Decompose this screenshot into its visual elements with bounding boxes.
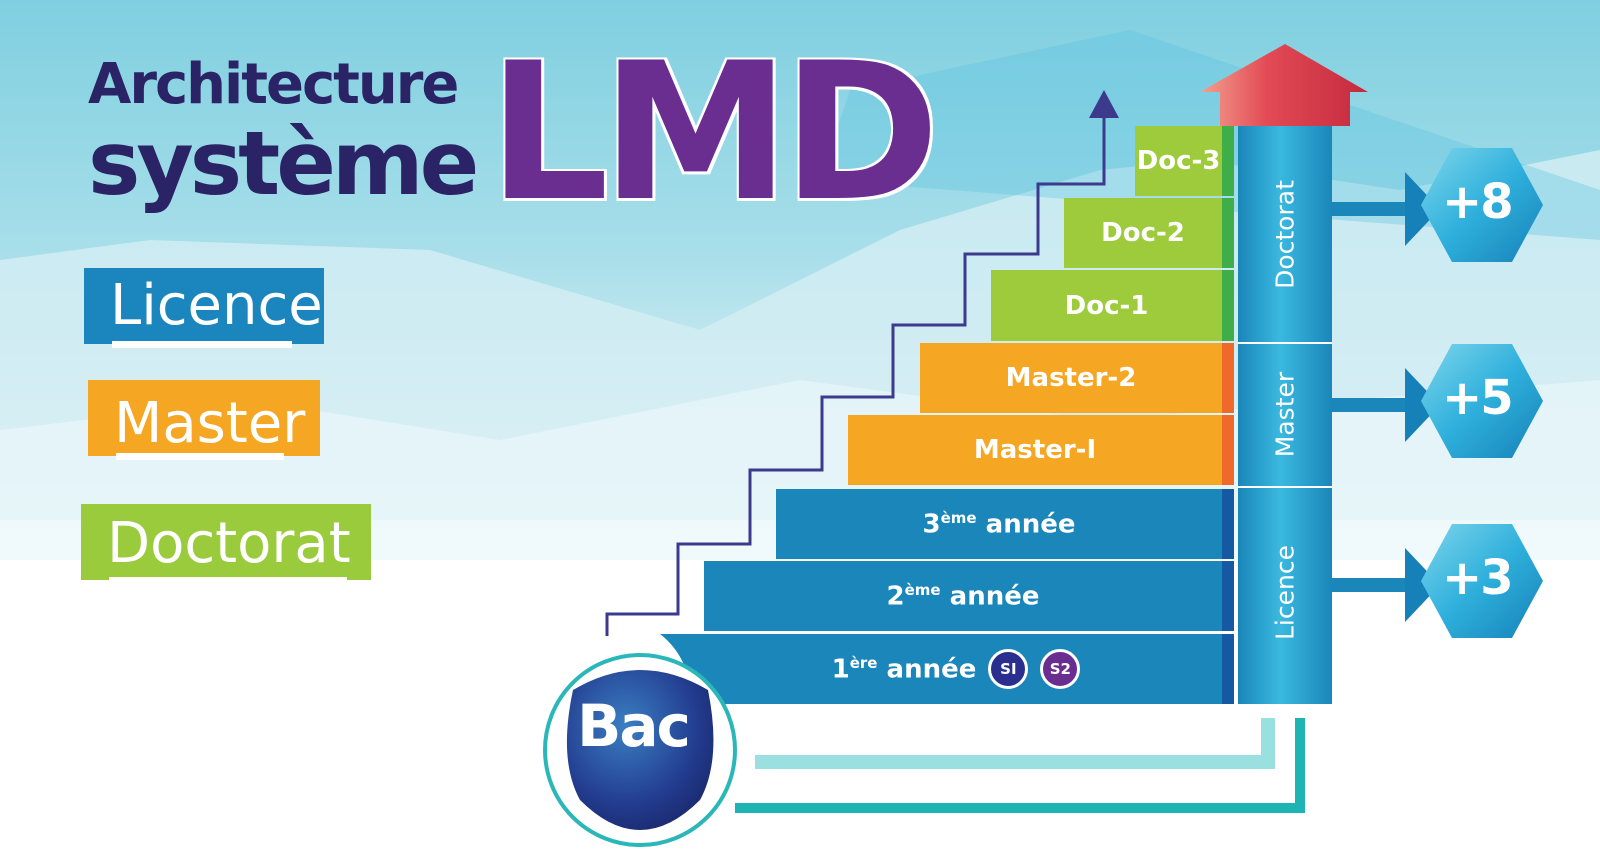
year-ordinal: ème — [940, 508, 977, 527]
legend-underline — [116, 453, 284, 460]
hexagon-licence — [1421, 524, 1543, 638]
step-doc-3: Doc-3 — [1135, 126, 1234, 196]
step-doc-2-label: Doc-2 — [1101, 218, 1185, 248]
semester-s1-badge: SI — [988, 649, 1029, 689]
badge-master: +5 — [1442, 370, 1514, 426]
step-licence-year-3: 3ème année — [776, 489, 1234, 559]
step-doc-1-label: Doc-1 — [1064, 290, 1149, 321]
column-label-doctorat: Doctorat — [1270, 180, 1300, 289]
year-ordinal: ème — [904, 580, 941, 599]
step-master-2-label: Master-2 — [1005, 363, 1137, 393]
step-doc-2: Doc-2 — [1064, 198, 1234, 268]
year-ordinal: ère — [849, 653, 878, 672]
badge-licence: +3 — [1442, 550, 1514, 606]
step-licence-year-2: 2ème année — [704, 561, 1234, 631]
column-label-master: Master — [1270, 371, 1300, 458]
bottom-step-wrap — [660, 634, 1234, 704]
bac-label: Bac — [577, 692, 691, 760]
connector-line-dark — [735, 718, 1305, 813]
step-year-2-label: 2ème année — [887, 581, 1040, 612]
legend-underline — [109, 577, 347, 584]
legend-underline — [112, 341, 292, 348]
hexagon-doctorat — [1421, 148, 1543, 262]
year-text: année — [877, 654, 977, 685]
legend-doctorat-label: Doctorat — [107, 511, 351, 576]
step-year-3-label: 3ème année — [923, 509, 1076, 540]
legend-licence-label: Licence — [110, 273, 323, 338]
step-licence-year-1: 1ère année SI S2 — [690, 634, 1234, 704]
column-label-licence: Licence — [1270, 545, 1300, 640]
year-number: 1 — [831, 654, 850, 685]
year-number: 2 — [886, 581, 905, 612]
legend-master: Master — [88, 380, 320, 460]
legend-licence: Licence — [84, 268, 324, 348]
badge-doctorat: +8 — [1442, 174, 1514, 230]
step-master-1: Master-I — [848, 415, 1234, 485]
title-line-1: Architecture — [88, 52, 459, 117]
step-master-1-label: Master-I — [973, 435, 1097, 465]
title-acronym: LMD — [488, 22, 940, 243]
stair-arrow-head — [1089, 90, 1119, 118]
top-arrow — [1200, 44, 1368, 126]
year-number: 3 — [922, 509, 941, 540]
stair-outline — [605, 118, 1106, 636]
step-master-2: Master-2 — [920, 343, 1234, 413]
year-text: année — [940, 581, 1040, 612]
legend-master-label: Master — [114, 391, 306, 456]
connector-line-light — [755, 718, 1275, 769]
step-doc-3-label: Doc-3 — [1136, 146, 1221, 176]
title-line-2: système — [88, 112, 479, 215]
hexagon-master — [1421, 344, 1543, 458]
step-doc-1: Doc-1 — [991, 270, 1234, 341]
semester-s2-badge: S2 — [1040, 649, 1081, 689]
legend-doctorat: Doctorat — [81, 504, 371, 584]
step-year-1-label: 1ère année — [832, 654, 977, 685]
level-column — [1238, 126, 1332, 704]
year-text: année — [976, 509, 1076, 540]
bac-shield — [566, 670, 714, 830]
